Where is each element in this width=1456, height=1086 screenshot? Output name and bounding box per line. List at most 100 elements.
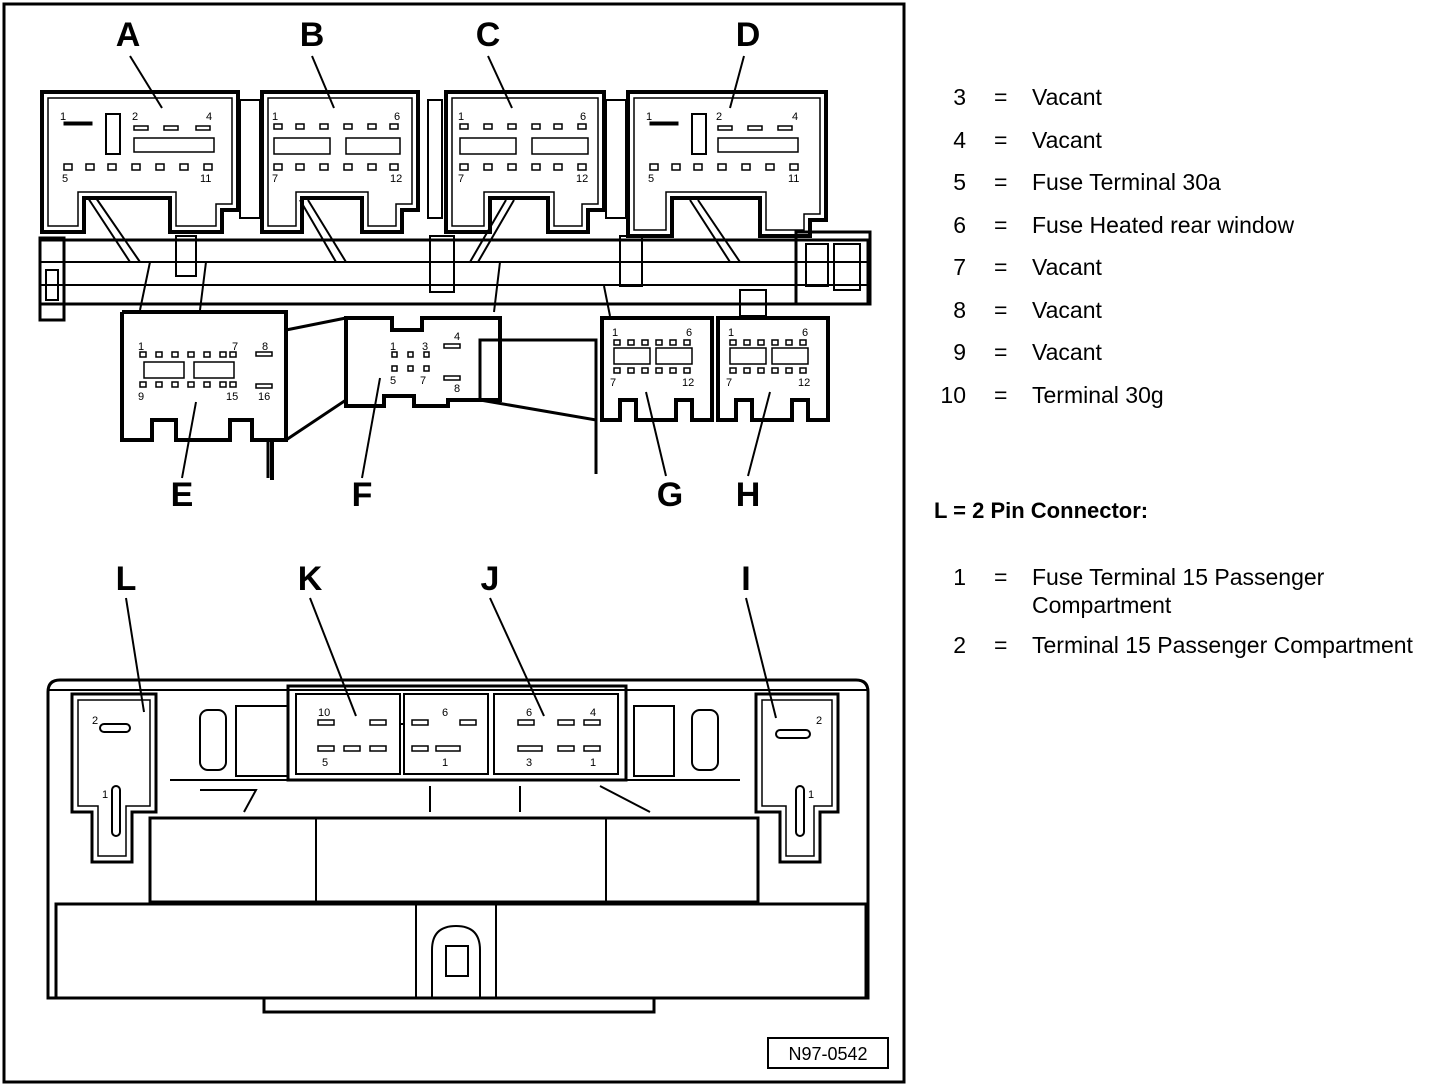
pin-label: 12 xyxy=(576,173,588,185)
legend-description: Vacant xyxy=(1032,297,1102,323)
pin-label: 1 xyxy=(442,757,448,769)
letter-b: B xyxy=(300,16,325,54)
diagram-border xyxy=(2,2,906,1084)
pin-label: 6 xyxy=(526,707,532,719)
pin-label: 1 xyxy=(590,757,596,769)
legend-equals: = xyxy=(994,254,1008,280)
legend-equals: = xyxy=(994,169,1008,195)
legend-description: Terminal 15 Passenger Compartment xyxy=(1032,632,1413,658)
pin-label: 2 xyxy=(92,715,98,727)
letter-e: E xyxy=(171,476,194,514)
pin-label: 10 xyxy=(318,707,330,719)
legend-equals: = xyxy=(994,632,1008,658)
pin-label: 5 xyxy=(322,757,328,769)
legend-description: Vacant xyxy=(1032,339,1102,365)
pin-label: 3 xyxy=(422,341,428,353)
legend-pin-number: 3 xyxy=(953,84,966,110)
connector-diagram: A B C D E F G H L K J I 1 2 4 5 11 1 6 7… xyxy=(2,2,906,1084)
pin-label: 6 xyxy=(802,327,808,339)
legend-description: Terminal 30g xyxy=(1032,382,1164,408)
pin-label: 5 xyxy=(62,173,68,185)
legend-description: Vacant xyxy=(1032,84,1102,110)
pin-label: 4 xyxy=(454,331,460,343)
pin-label: 8 xyxy=(454,383,460,395)
letter-j: J xyxy=(481,560,500,598)
pin-label: 11 xyxy=(788,173,799,185)
letter-d: D xyxy=(736,16,761,54)
legend-equals: = xyxy=(994,382,1008,408)
pin-label: 12 xyxy=(682,377,694,389)
pin-label: 6 xyxy=(394,111,400,123)
legend-pin-number: 10 xyxy=(940,382,966,408)
pin-label: 16 xyxy=(258,391,270,403)
l-connector-heading: L = 2 Pin Connector: xyxy=(934,498,1149,523)
pin-label: 11 xyxy=(200,173,211,185)
pin-label: 12 xyxy=(390,173,402,185)
pin-label: 12 xyxy=(798,377,810,389)
pin-label: 1 xyxy=(138,341,144,353)
legend-equals: = xyxy=(994,297,1008,323)
upper-connector-housing xyxy=(38,90,872,480)
legend-pin-number: 7 xyxy=(953,254,966,280)
pin-label: 1 xyxy=(728,327,734,339)
pin-label: 1 xyxy=(60,111,66,123)
pin-label: 4 xyxy=(206,111,212,123)
pin-label: 6 xyxy=(442,707,448,719)
letter-l: L xyxy=(116,560,137,598)
pin-label: 1 xyxy=(808,789,814,801)
legend-pin-number: 6 xyxy=(953,212,966,238)
legend-pin-number: 1 xyxy=(953,564,966,590)
pin-label: 7 xyxy=(458,173,464,185)
letter-g: G xyxy=(657,476,683,514)
letter-h: H xyxy=(736,476,761,514)
pin-label: 6 xyxy=(686,327,692,339)
figure-id-box xyxy=(767,1037,889,1069)
legend-description: Fuse Heated rear window xyxy=(1032,212,1295,238)
legend-description: Vacant xyxy=(1032,127,1102,153)
legend-equals: = xyxy=(994,212,1008,238)
pin-label: 7 xyxy=(232,341,238,353)
pin-label: 2 xyxy=(716,111,722,123)
pin-label: 1 xyxy=(272,111,278,123)
pin-label: 7 xyxy=(420,375,426,387)
pin-label: 1 xyxy=(390,341,396,353)
pin-label: 2 xyxy=(816,715,822,727)
letter-i: I xyxy=(741,560,750,598)
legend-equals: = xyxy=(994,339,1008,365)
pin-label: 9 xyxy=(138,391,144,403)
legend-description: Fuse Terminal 15 Passenger xyxy=(1032,564,1325,590)
pin-label: 6 xyxy=(580,111,586,123)
pin-label: 1 xyxy=(646,111,652,123)
pin-label: 1 xyxy=(612,327,618,339)
legend-equals: = xyxy=(994,84,1008,110)
leader-lines xyxy=(125,55,777,719)
pin-label: 7 xyxy=(726,377,732,389)
pin-label: 2 xyxy=(132,111,138,123)
diagram-drawing: A B C D E F G H L K J I 1 2 4 5 11 1 6 7… xyxy=(2,2,906,1084)
letter-f: F xyxy=(352,476,373,514)
pin-label: 3 xyxy=(526,757,532,769)
pin-label: 7 xyxy=(610,377,616,389)
pin-label: 7 xyxy=(272,173,278,185)
pin-label: 8 xyxy=(262,341,268,353)
letter-c: C xyxy=(476,16,501,54)
figure-id: N97-0542 xyxy=(788,1044,867,1064)
pin-label: 1 xyxy=(102,789,108,801)
pin-label: 4 xyxy=(590,707,596,719)
legend-pin-number: 8 xyxy=(953,297,966,323)
letter-k: K xyxy=(298,560,323,598)
legend-pin-number: 2 xyxy=(953,632,966,658)
lower-connector-housing xyxy=(46,678,870,1014)
pin-label: 1 xyxy=(458,111,464,123)
legend-pin-number: 5 xyxy=(953,169,966,195)
pin-label: 5 xyxy=(390,375,396,387)
pin-label: 5 xyxy=(648,173,654,185)
legend-description: Vacant xyxy=(1032,254,1102,280)
pin-label: 15 xyxy=(226,391,238,403)
legend-pin-number: 9 xyxy=(953,339,966,365)
legend-equals: = xyxy=(994,127,1008,153)
legend-description: Fuse Terminal 30a xyxy=(1032,169,1221,195)
letter-a: A xyxy=(116,16,141,54)
legend-equals: = xyxy=(994,564,1008,590)
